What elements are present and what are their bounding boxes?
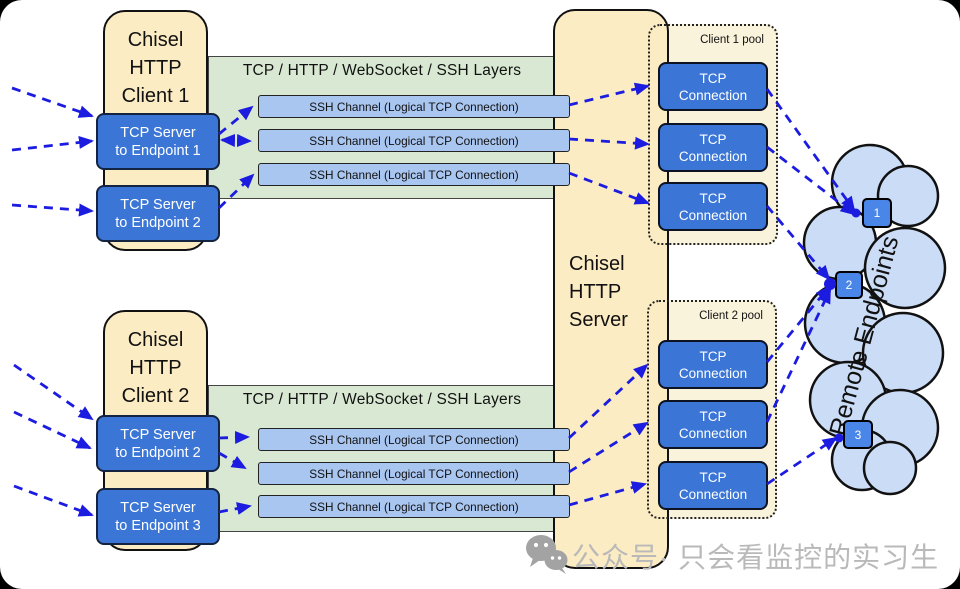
pool2-tcp-connection-3: TCP Connection — [658, 461, 768, 510]
label-line: Connection — [678, 207, 748, 223]
label-line: TCP Server — [120, 499, 196, 516]
client2-tcp-server-endpoint2: TCP Server to Endpoint 2 — [96, 415, 220, 472]
pool1-tcp-connection-3: TCP Connection — [658, 182, 768, 231]
label-line: TCP — [699, 348, 727, 364]
client2-title-line1: Chisel — [127, 329, 184, 351]
dashed-arrow — [11, 86, 94, 118]
ssh-channel-3: SSH Channel (Logical TCP Connection) — [258, 163, 570, 186]
client2-title-line2: HTTP — [129, 357, 182, 379]
client2-title-line3: Client 2 — [121, 385, 190, 407]
label-line: TCP — [699, 70, 727, 86]
endpoint-3: 3 — [843, 420, 873, 449]
client1-title-line3: Client 1 — [121, 85, 190, 107]
remote-endpoints-cloud: Remote Endpoints — [802, 143, 947, 496]
label-line: TCP Server — [120, 196, 196, 213]
endpoint-2: 2 — [835, 271, 863, 299]
server-title-line2: HTTP — [569, 281, 622, 303]
client1-title-line1: Chisel — [127, 29, 184, 51]
server-title-line1: Chisel — [569, 253, 625, 275]
label-line: TCP Server — [120, 124, 196, 141]
pool1-tcp-connection-1: TCP Connection — [658, 62, 768, 111]
label-line: to Endpoint 3 — [115, 517, 201, 534]
label-line: TCP — [699, 190, 727, 206]
layers-band-1-title: TCP / HTTP / WebSocket / SSH Layers — [242, 62, 522, 79]
dashed-arrow — [13, 484, 94, 517]
label-line: to Endpoint 2 — [115, 214, 201, 231]
layers-band-2-title: TCP / HTTP / WebSocket / SSH Layers — [242, 391, 522, 408]
dashed-arrow — [11, 135, 94, 152]
label-line: Connection — [678, 425, 748, 441]
chisel-client2-title: Chisel HTTP Client 2 — [105, 326, 206, 410]
ssh-channel-1: SSH Channel (Logical TCP Connection) — [258, 95, 570, 118]
watermark-text: 公众号· 只会看监控的实习生 — [572, 542, 940, 573]
label-line: to Endpoint 2 — [115, 444, 201, 461]
dashed-arrow — [13, 363, 94, 421]
ssh-channel-5: SSH Channel (Logical TCP Connection) — [258, 462, 570, 485]
label-line: TCP — [699, 469, 727, 485]
dashed-arrow — [13, 410, 92, 450]
client2-pool-label: Client 2 pool — [699, 310, 763, 322]
dashed-arrow — [11, 203, 94, 217]
label-line: TCP — [699, 131, 727, 147]
client1-pool-label: Client 1 pool — [700, 34, 764, 46]
pool1-tcp-connection-2: TCP Connection — [658, 123, 768, 172]
server-title-line3: Server — [569, 309, 628, 331]
label-line: Connection — [678, 148, 748, 164]
ssh-channel-6: SSH Channel (Logical TCP Connection) — [258, 495, 570, 518]
label-line: Connection — [678, 486, 748, 502]
label-line: to Endpoint 1 — [115, 142, 201, 159]
label-line: Connection — [678, 87, 748, 103]
label-line: TCP — [699, 408, 727, 424]
client1-title-line2: HTTP — [129, 57, 182, 79]
pool2-tcp-connection-2: TCP Connection — [658, 400, 768, 449]
label-line: Connection — [678, 365, 748, 381]
client1-tcp-server-endpoint1: TCP Server to Endpoint 1 — [96, 113, 220, 170]
client2-tcp-server-endpoint3: TCP Server to Endpoint 3 — [96, 488, 220, 545]
label-line: TCP Server — [120, 426, 196, 443]
chisel-client1-title: Chisel HTTP Client 1 — [105, 26, 206, 110]
wechat-icon — [526, 535, 568, 574]
ssh-channel-4: SSH Channel (Logical TCP Connection) — [258, 428, 570, 451]
ssh-channel-2: SSH Channel (Logical TCP Connection) — [258, 129, 570, 152]
pool2-tcp-connection-1: TCP Connection — [658, 340, 768, 389]
endpoint-1: 1 — [862, 198, 892, 228]
chisel-server-title: Chisel HTTP Server — [569, 250, 628, 334]
client1-tcp-server-endpoint2: TCP Server to Endpoint 2 — [96, 185, 220, 242]
